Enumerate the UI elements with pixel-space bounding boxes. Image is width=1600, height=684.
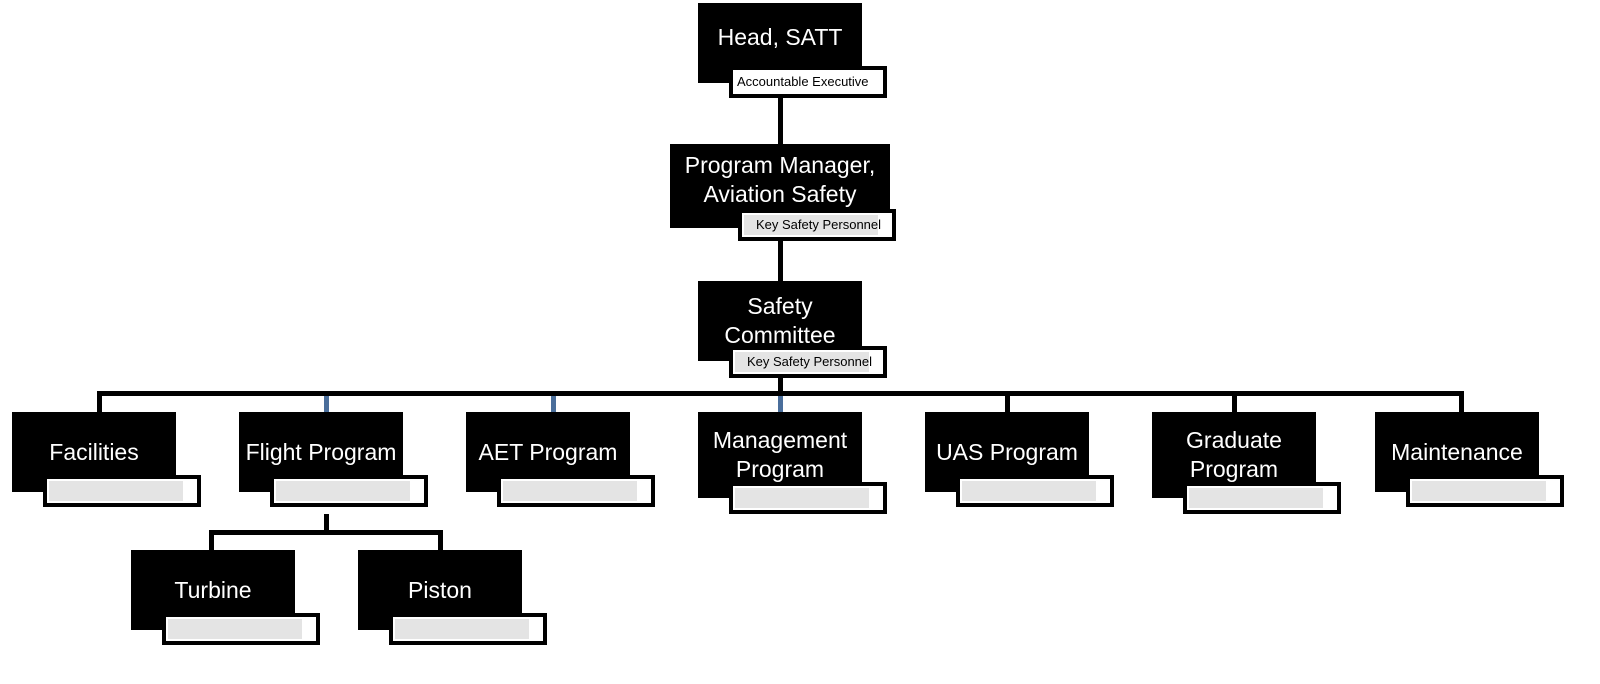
caption-fill	[735, 488, 869, 508]
caption-fill	[395, 619, 529, 639]
caption-fill	[962, 481, 1096, 501]
node-management-program-line2: Program	[735, 456, 825, 482]
node-program-manager-box: Program Manager, Aviation Safety	[670, 144, 890, 228]
node-graduate-program-line1: Graduate	[1186, 427, 1282, 453]
node-uas-program-box: UAS Program	[925, 412, 1089, 492]
node-program-manager-caption: Key Safety Personnel	[756, 217, 882, 232]
drop-piston	[438, 530, 443, 550]
drop-facilities	[97, 391, 102, 412]
node-turbine-tab	[162, 613, 320, 645]
caption-fill	[49, 481, 183, 501]
node-aet-program-label: AET Program	[478, 438, 618, 465]
caption-fill	[1189, 488, 1323, 508]
connector-flight-sub	[324, 514, 329, 533]
department-bus	[97, 391, 1464, 396]
node-management-program-line1: Management	[712, 427, 848, 453]
caption-fill	[168, 619, 302, 639]
connector-pm-committee	[778, 235, 783, 281]
node-management-program-box: Management Program	[698, 412, 862, 498]
node-maintenance: Maintenance	[1375, 412, 1564, 517]
caption-fill	[276, 481, 410, 501]
node-head-satt-caption: Accountable Executive	[737, 74, 869, 89]
node-safety-committee-line2: Committee	[724, 322, 836, 348]
node-head-satt-title: Head, SATT	[717, 24, 843, 50]
drop-maintenance	[1459, 391, 1464, 412]
drop-flight-program	[324, 396, 329, 412]
node-program-manager-line1: Program Manager,	[684, 152, 876, 178]
caption-fill	[735, 352, 869, 372]
node-safety-committee-line1: Safety	[747, 293, 813, 319]
node-turbine: Turbine	[131, 550, 320, 655]
node-facilities-label: Facilities	[49, 438, 139, 465]
node-flight-program-tab	[270, 475, 428, 507]
node-piston: Piston	[358, 550, 547, 655]
caption-fill	[503, 481, 637, 501]
node-flight-program: Flight Program	[239, 412, 428, 517]
drop-turbine	[209, 530, 214, 550]
node-flight-program-label: Flight Program	[245, 438, 397, 465]
connector-top-pm	[778, 96, 783, 146]
node-management-program-tab	[729, 482, 887, 514]
node-graduate-program-line2: Program	[1189, 456, 1279, 482]
node-aet-program-tab	[497, 475, 655, 507]
node-maintenance-label: Maintenance	[1391, 438, 1523, 465]
node-safety-committee-caption: Key Safety Personnel	[747, 354, 873, 369]
drop-graduate-program	[1232, 391, 1237, 412]
drop-uas-program	[1005, 391, 1010, 412]
node-head-satt-tab: Accountable Executive	[729, 66, 887, 98]
node-management-program: Management Program	[698, 412, 887, 517]
node-safety-committee-tab: Key Safety Personnel	[729, 346, 887, 378]
node-piston-tab	[389, 613, 547, 645]
node-graduate-program: Graduate Program	[1152, 412, 1341, 517]
node-maintenance-tab	[1406, 475, 1564, 507]
sub-bus	[209, 530, 443, 535]
node-program-manager: Program Manager, Aviation Safety Key Saf…	[670, 144, 896, 249]
node-head-satt: Head, SATT Accountable Executive	[698, 3, 887, 108]
node-safety-committee: Safety Committee Key Safety Personnel	[698, 281, 887, 386]
node-aet-program: AET Program	[466, 412, 655, 517]
node-program-manager-line2: Aviation Safety	[703, 181, 857, 207]
node-graduate-program-tab	[1183, 482, 1341, 514]
node-turbine-label: Turbine	[174, 576, 252, 603]
caption-fill	[744, 215, 878, 235]
node-facilities: Facilities	[12, 412, 201, 517]
node-piston-label: Piston	[408, 576, 472, 603]
drop-management-program	[778, 396, 783, 412]
caption-fill	[1412, 481, 1546, 501]
node-program-manager-tab: Key Safety Personnel	[738, 209, 896, 241]
drop-aet-program	[551, 396, 556, 412]
node-uas-program: UAS Program	[925, 412, 1114, 517]
node-uas-program-label: UAS Program	[936, 438, 1078, 465]
connector-committee-bus	[778, 374, 783, 394]
node-uas-program-tab	[956, 475, 1114, 507]
node-facilities-tab	[43, 475, 201, 507]
